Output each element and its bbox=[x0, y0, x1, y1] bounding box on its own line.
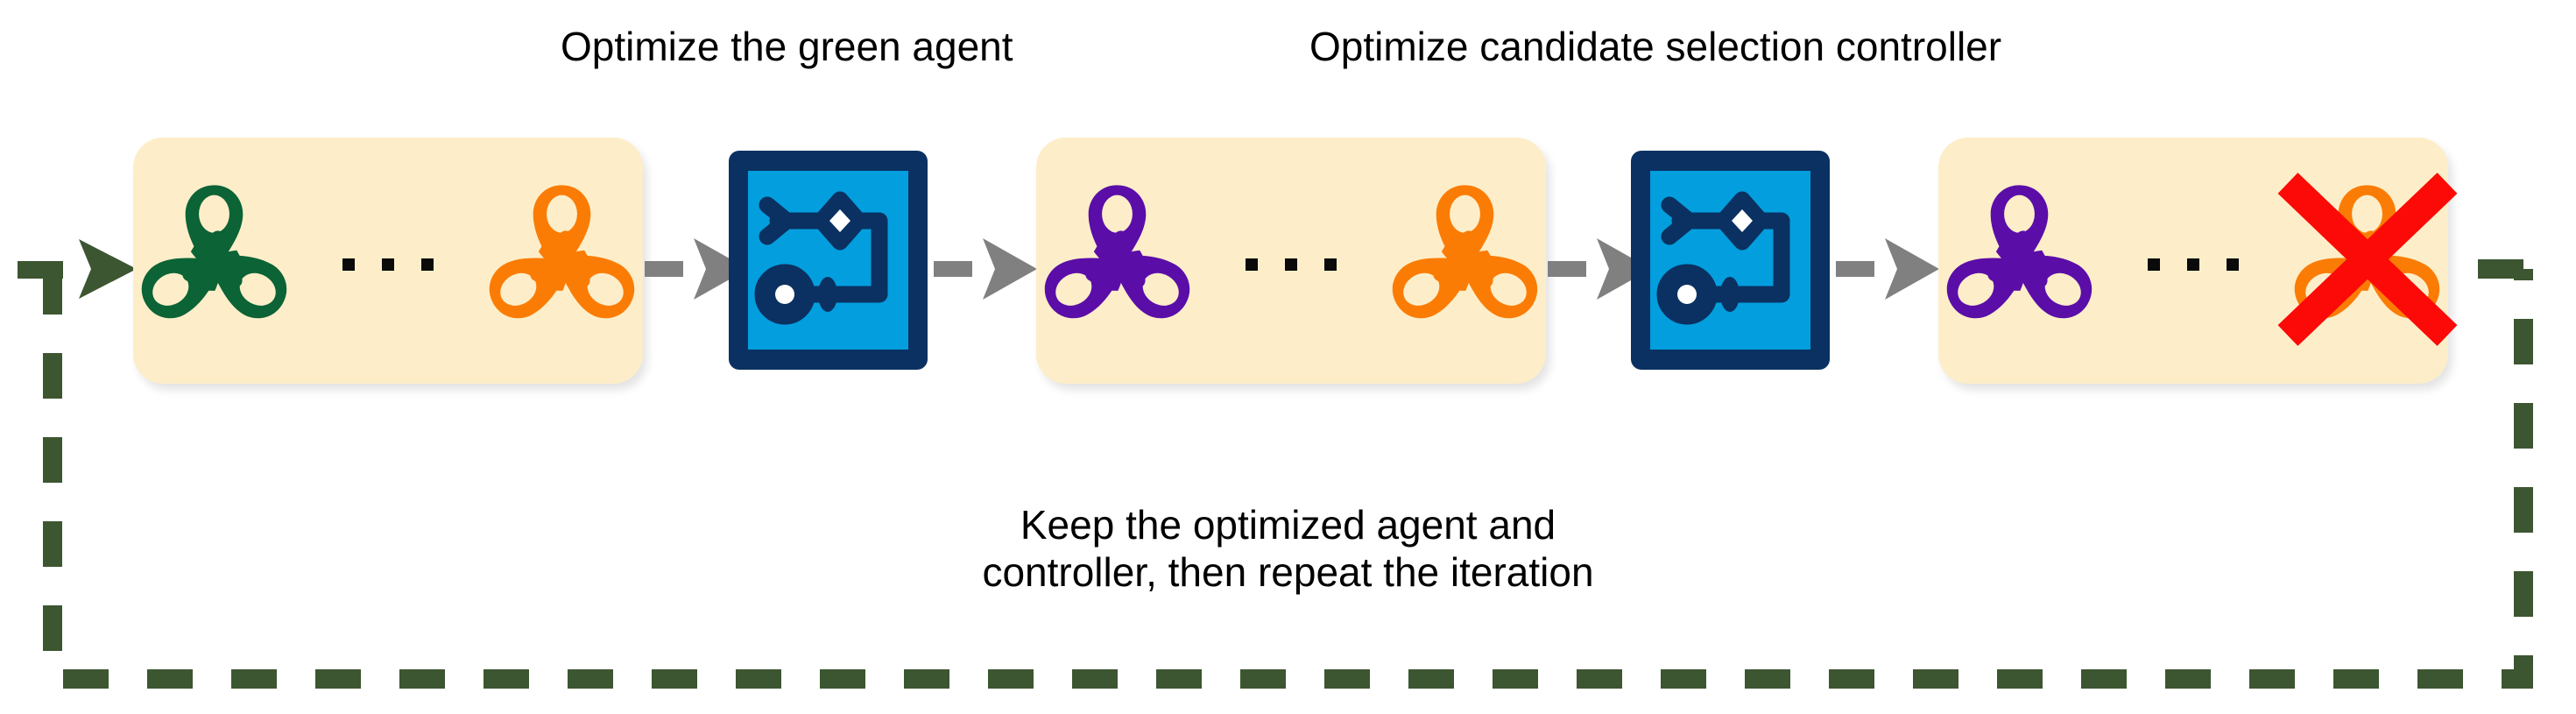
ellipsis-icon bbox=[2148, 258, 2239, 271]
controller-box-1[interactable] bbox=[725, 147, 931, 373]
step-arrow-icon bbox=[1548, 235, 1653, 303]
label-optimize-green-agent: Optimize the green agent bbox=[561, 24, 1013, 69]
step-arrow-icon bbox=[934, 235, 1039, 303]
step-arrow-icon bbox=[645, 235, 750, 303]
triskelion-agent-icon[interactable] bbox=[124, 171, 304, 350]
flowchart-controller-icon[interactable] bbox=[725, 147, 931, 373]
triskelion-agent-icon[interactable] bbox=[1027, 171, 1207, 350]
loop-caption-line-1: Keep the optimized agent and bbox=[1020, 502, 1556, 548]
step-arrow-icon bbox=[1836, 235, 1941, 303]
triskelion-agent-icon[interactable] bbox=[1930, 171, 2109, 350]
ellipsis-icon bbox=[1246, 258, 1337, 271]
agent-group-card-1[interactable] bbox=[133, 138, 643, 384]
loop-caption-line-2: controller, then repeat the iteration bbox=[982, 549, 1594, 596]
loop-caption: Keep the optimized agent and controller,… bbox=[0, 501, 2576, 597]
triskelion-agent-icon[interactable] bbox=[2277, 171, 2457, 350]
triskelion-agent-icon[interactable] bbox=[1375, 171, 1555, 350]
agent-card-contents bbox=[133, 138, 643, 384]
entry-arrow-icon bbox=[16, 235, 138, 303]
triskelion-agent-icon[interactable] bbox=[472, 171, 652, 350]
rejected-agent-slot[interactable] bbox=[2277, 171, 2458, 350]
ellipsis-icon bbox=[342, 258, 434, 271]
controller-box-2[interactable] bbox=[1627, 147, 1833, 373]
agent-group-card-3[interactable] bbox=[1938, 138, 2458, 384]
flowchart-controller-icon[interactable] bbox=[1627, 147, 1833, 373]
agent-card-contents bbox=[1036, 138, 1546, 384]
label-optimize-candidate-selection-controller: Optimize candidate selection controller bbox=[1309, 24, 2002, 69]
agent-card-contents bbox=[1938, 138, 2458, 384]
agent-group-card-2[interactable] bbox=[1036, 138, 1546, 384]
